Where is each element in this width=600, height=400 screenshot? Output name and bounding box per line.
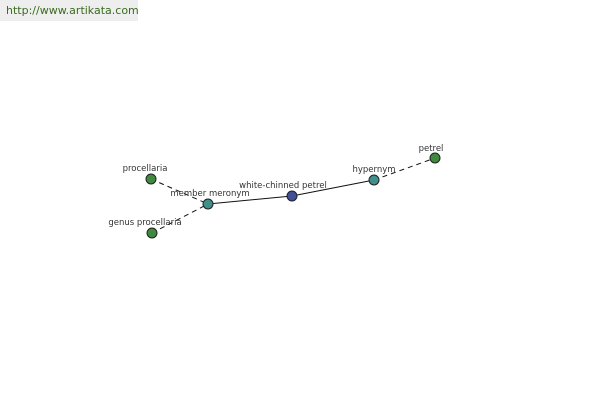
edge-genus-procellaria-to-member-meronym — [151, 203, 209, 234]
edge-white-chinned-petrel-to-hypernym — [291, 179, 375, 197]
node-hypernym[interactable]: hypernym — [352, 165, 396, 186]
node-member-meronym[interactable]: member meronym — [170, 189, 250, 210]
source-url[interactable]: http://www.artikata.com — [0, 0, 139, 21]
node-genus-procellaria[interactable]: genus procellaria — [108, 218, 182, 239]
node-marker-member-meronym[interactable] — [202, 198, 214, 210]
edge-hypernym-to-petrel — [373, 157, 436, 181]
node-white-chinned-petrel[interactable]: white-chinned petrel — [239, 181, 327, 202]
node-marker-hypernym[interactable] — [368, 174, 380, 186]
edge-procellaria-to-member-meronym — [150, 178, 209, 205]
node-label-procellaria[interactable]: procellaria — [123, 164, 168, 174]
node-marker-genus-procellaria[interactable] — [146, 227, 158, 239]
node-label-member-meronym[interactable]: member meronym — [170, 189, 249, 199]
node-label-petrel[interactable]: petrel — [419, 144, 444, 154]
graph-nodes: procellaria genus procellaria member meron… — [108, 144, 444, 239]
node-label-genus-procellaria[interactable]: genus procellaria — [108, 218, 181, 228]
node-marker-white-chinned-petrel[interactable] — [286, 190, 298, 202]
node-procellaria[interactable]: procellaria — [123, 164, 168, 185]
node-label-white-chinned-petrel[interactable]: white-chinned petrel — [239, 181, 327, 191]
graph-edges — [150, 157, 436, 234]
node-label-hypernym[interactable]: hypernym — [352, 165, 395, 175]
node-marker-procellaria[interactable] — [145, 173, 157, 185]
edge-member-meronym-to-white-chinned-petrel — [207, 195, 293, 205]
node-petrel[interactable]: petrel — [419, 144, 444, 164]
node-marker-petrel[interactable] — [429, 152, 441, 164]
